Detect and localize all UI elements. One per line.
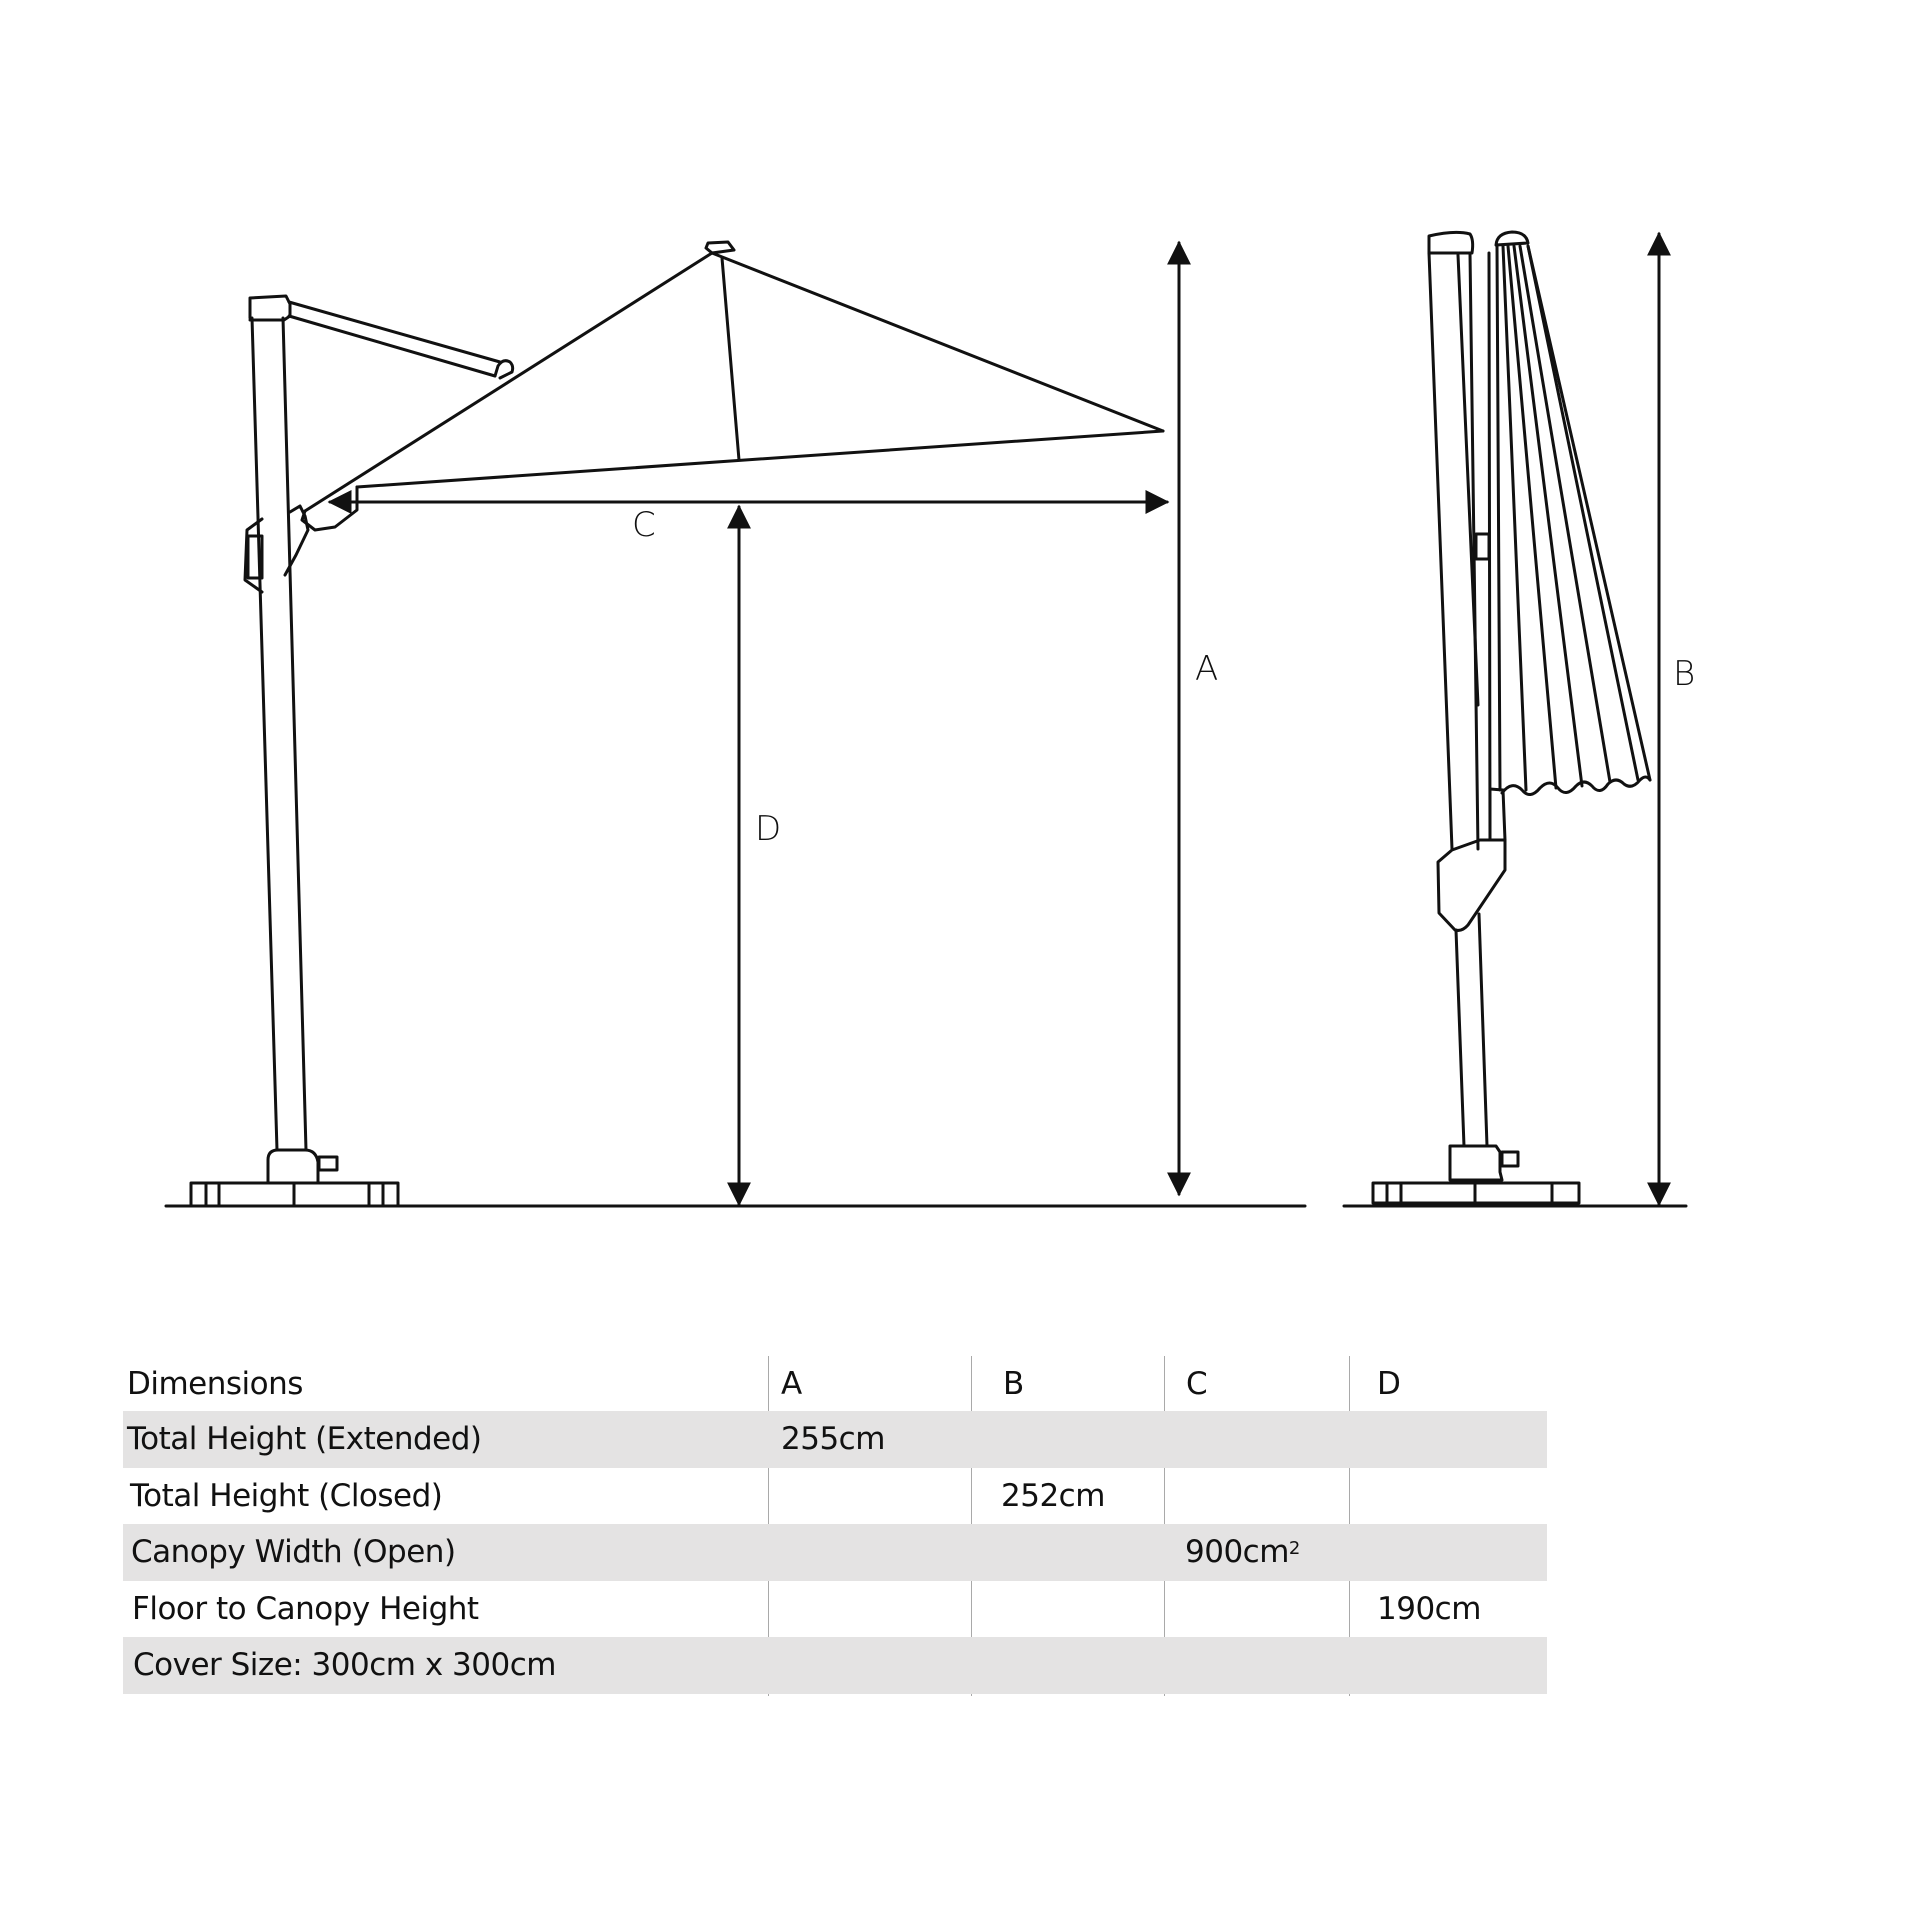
table-header: Dimensions A B C D: [123, 1356, 1547, 1411]
base-right: [1371, 1144, 1581, 1205]
pole-left: [248, 294, 308, 1152]
label-a: A: [1195, 649, 1219, 689]
label-d: D: [755, 809, 782, 849]
header-b: B: [1003, 1365, 1024, 1402]
table-row: Cover Size: 300cm x 300cm: [123, 1637, 1547, 1694]
table-row: Total Height (Closed) 252cm: [123, 1468, 1547, 1525]
row-label: Canopy Width (Open): [131, 1534, 456, 1571]
base-left: [189, 1148, 400, 1208]
cell-d: 190cm: [1377, 1590, 1481, 1627]
canopy-rib: [720, 256, 741, 462]
table-row: Total Height (Extended) 255cm: [123, 1411, 1547, 1468]
closed-parasol: [1342, 230, 1688, 1208]
row-label: Total Height (Extended): [127, 1421, 482, 1458]
label-c: C: [632, 505, 656, 545]
row-label: Cover Size: 300cm x 300cm: [133, 1647, 556, 1684]
row-label: Total Height (Closed): [130, 1477, 443, 1514]
canopy-open: [300, 240, 1165, 532]
header-c: C: [1186, 1365, 1208, 1402]
header-a: A: [781, 1365, 802, 1402]
cell-b: 252cm: [1001, 1477, 1105, 1514]
table-row: Floor to Canopy Height 190cm: [123, 1581, 1547, 1638]
label-b: B: [1673, 654, 1696, 694]
crank-housing-right: [1436, 838, 1507, 932]
open-parasol: [164, 240, 1307, 1208]
dimensions-table: Dimensions A B C D Total Height (Extende…: [123, 1356, 1547, 1694]
header-d: D: [1377, 1365, 1401, 1402]
strut-arm: [287, 300, 515, 380]
crank-housing: [243, 504, 310, 594]
header-label: Dimensions: [127, 1365, 303, 1402]
row-label: Floor to Canopy Height: [132, 1590, 479, 1627]
cell-a: 255cm: [781, 1421, 885, 1458]
